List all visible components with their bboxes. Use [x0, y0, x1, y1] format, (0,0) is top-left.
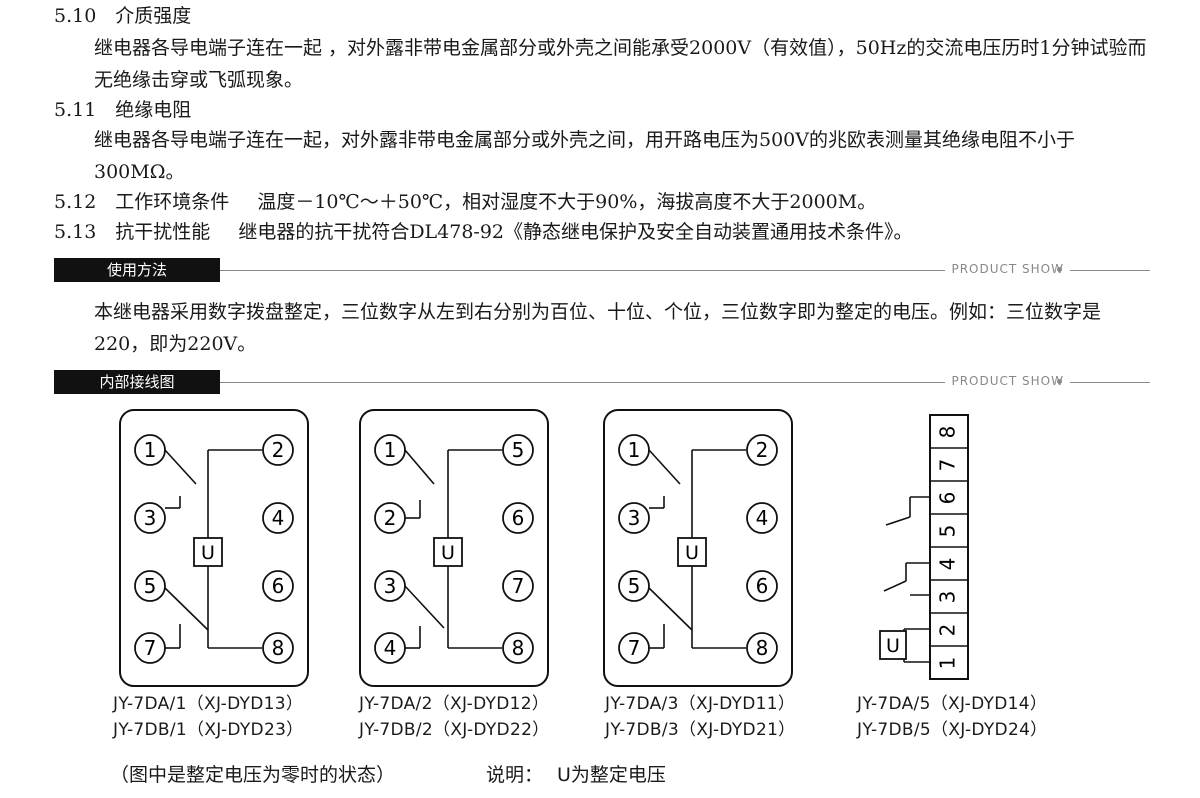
terminal-label: 8	[512, 636, 525, 660]
terminal-label: 6	[756, 574, 769, 598]
model-label-4b: JY-7DB/5（XJ-DYD24）	[857, 720, 1048, 740]
terminal-label: 1	[628, 438, 641, 462]
model-label-2b: JY-7DB/2（XJ-DYD22）	[359, 720, 550, 740]
model-label-4a: JY-7DA/5（XJ-DYD14）	[857, 694, 1048, 714]
section-5-13-heading: 5.13 抗干扰性能	[54, 221, 211, 243]
terminal-label: 4	[272, 506, 285, 530]
terminal-label: 5	[628, 574, 641, 598]
wiring-section-bar: 内部接线图 PRODUCT SHOW	[54, 370, 1150, 394]
divider-dot	[1057, 379, 1062, 384]
wiring-diagram-3: U 1 3 5 7 2 4 6 8	[603, 409, 793, 687]
terminal-label: 2	[936, 624, 960, 637]
legend-note: 说明： U为整定电压	[486, 760, 666, 787]
terminal-label: 7	[936, 459, 960, 472]
terminal-label: 2	[384, 506, 397, 530]
terminal-label: 7	[512, 574, 525, 598]
terminal-label: 3	[144, 506, 157, 530]
terminal-label: 2	[272, 438, 285, 462]
product-show-label: PRODUCT SHOW	[945, 262, 1070, 276]
usage-section-tab: 使用方法	[54, 258, 220, 282]
section-5-10-body: 继电器各导电端子连在一起 ，对外露非带电金属部分或外壳之间能承受2000V（有效…	[94, 37, 1147, 91]
unit-box: U	[433, 537, 463, 567]
terminal-label: 8	[272, 636, 285, 660]
model-label-1a: JY-7DA/1（XJ-DYD13）	[113, 694, 304, 714]
model-label-3a: JY-7DA/3（XJ-DYD11）	[605, 694, 796, 714]
diagram-frame	[359, 409, 549, 687]
terminal-label: 7	[144, 636, 157, 660]
terminal-label: 3	[628, 506, 641, 530]
section-5-12-heading: 5.12 工作环境条件	[54, 191, 230, 213]
terminal-label: 6	[936, 492, 960, 505]
terminal-label: 2	[756, 438, 769, 462]
svg-text:U: U	[886, 635, 900, 657]
terminal-label: 1	[936, 657, 960, 670]
section-5-10-heading: 5.10 介质强度	[54, 5, 192, 27]
section-5-12: 5.12 工作环境条件 温度－10℃～＋50℃，相对湿度不大于90%，海拔高度不大…	[54, 186, 1154, 218]
terminal-label: 6	[512, 506, 525, 530]
terminal-label: 7	[628, 636, 641, 660]
legend-title: 说明：	[486, 764, 544, 786]
section-5-11-heading: 5.11 绝缘电阻	[54, 99, 192, 121]
model-label-2a: JY-7DA/2（XJ-DYD12）	[359, 694, 550, 714]
legend-text: U为整定电压	[557, 764, 666, 786]
terminal-label: 5	[936, 525, 960, 538]
diagram-frame	[119, 409, 309, 687]
terminal-label: 1	[384, 438, 397, 462]
section-5-13-body: 继电器的抗干扰符合DL478-92《静态继电保护及安全自动装置通用技术条件》。	[238, 221, 913, 243]
terminal-label: 3	[384, 574, 397, 598]
unit-box: U	[879, 630, 907, 660]
terminal-label: 3	[936, 591, 960, 604]
terminal-label: 4	[384, 636, 397, 660]
svg-text:U: U	[685, 542, 699, 564]
model-label-3b: JY-7DB/3（XJ-DYD21）	[605, 720, 796, 740]
terminal-label: 6	[272, 574, 285, 598]
model-label-1b: JY-7DB/1（XJ-DYD23）	[113, 720, 304, 740]
zero-state-note: （图中是整定电压为零时的状态）	[110, 764, 396, 786]
wiring-section-tab: 内部接线图	[54, 370, 220, 394]
terminal-label: 5	[512, 438, 525, 462]
section-divider	[220, 382, 1150, 383]
svg-text:U: U	[441, 542, 455, 564]
section-5-12-body: 温度－10℃～＋50℃，相对湿度不大于90%，海拔高度不大于2000M。	[257, 191, 877, 213]
wiring-diagram-1: U 1 3 5 7 2 4 6 8	[119, 409, 309, 687]
usage-section-bar: 使用方法 PRODUCT SHOW	[54, 258, 1150, 282]
terminal-label: 5	[144, 574, 157, 598]
wiring-diagram-2: U 1 2 3 4 5 6 7 8	[359, 409, 549, 687]
section-divider	[220, 270, 1150, 271]
unit-box: U	[677, 537, 707, 567]
terminal-label: 4	[936, 558, 960, 571]
terminal-label: 8	[756, 636, 769, 660]
diagram-frame	[603, 409, 793, 687]
wiring-diagram-4: 8 7 6 5 4 3 2 1 U	[879, 414, 969, 680]
terminal-label: 8	[936, 426, 960, 439]
svg-text:U: U	[201, 542, 215, 564]
divider-dot	[1057, 267, 1062, 272]
usage-text: 本继电器采用数字拨盘整定，三位数字从左到右分别为百位、十位、个位，三位数字即为整…	[94, 301, 1102, 355]
terminal-label: 1	[144, 438, 157, 462]
unit-box: U	[193, 537, 223, 567]
product-show-label: PRODUCT SHOW	[945, 374, 1070, 388]
section-5-13: 5.13 抗干扰性能 继电器的抗干扰符合DL478-92《静态继电保护及安全自动装…	[54, 216, 1154, 248]
section-5-11-body: 继电器各导电端子连在一起，对外露非带电金属部分或外壳之间，用开路电压为500V的…	[94, 129, 1075, 183]
terminal-label: 4	[756, 506, 769, 530]
